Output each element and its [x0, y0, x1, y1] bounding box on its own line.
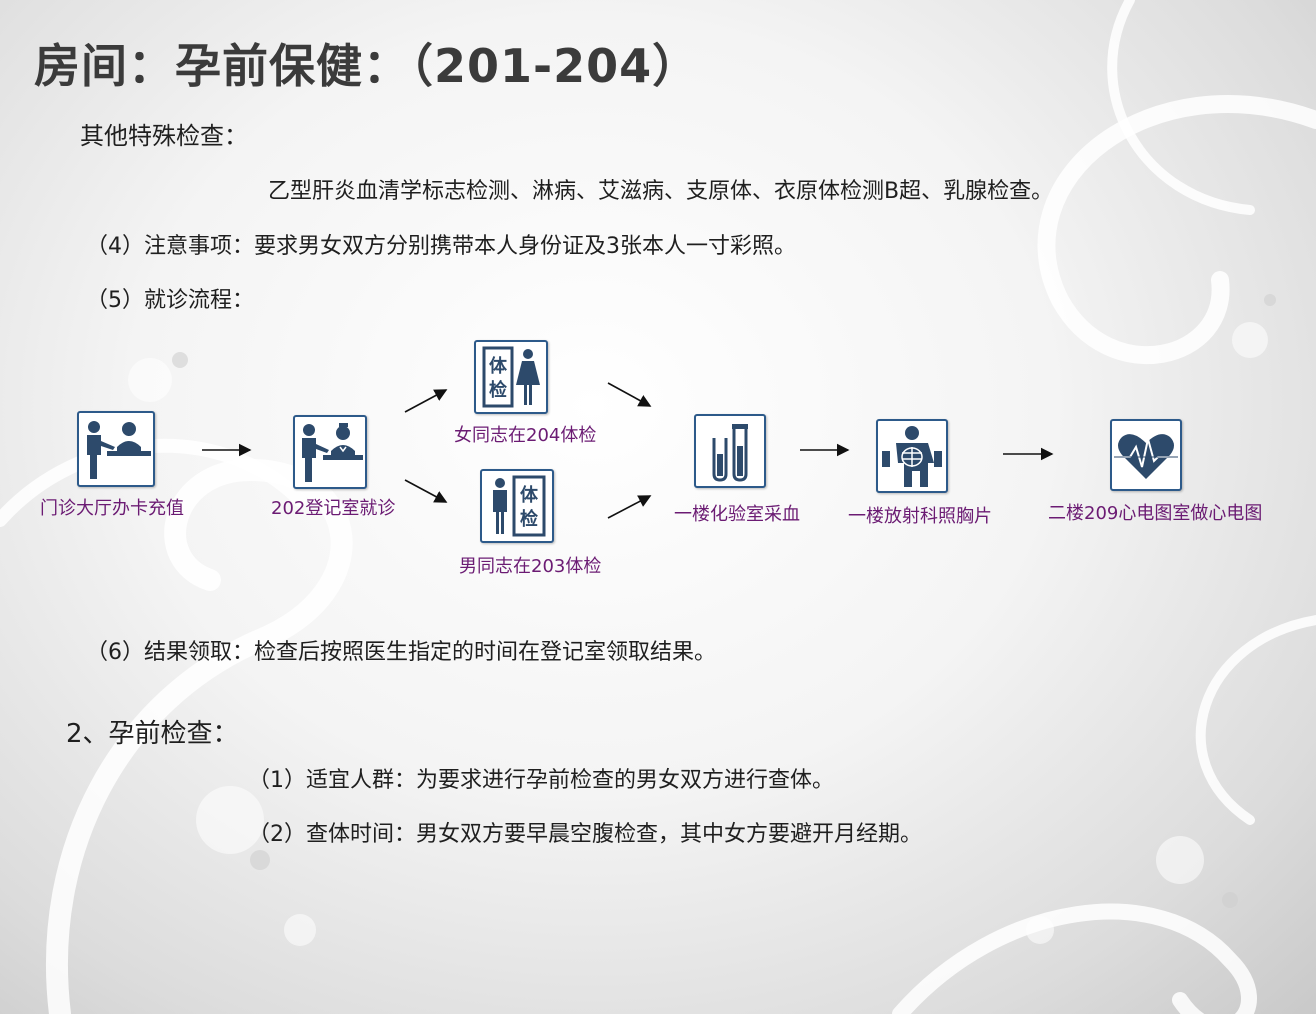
doctor-consultation-icon	[293, 415, 367, 489]
male-exam-icon: 体 检	[480, 469, 554, 543]
step-1-caption: 门诊大厅办卡充值	[40, 498, 184, 519]
step-3b-caption: 男同志在203体检	[459, 556, 602, 577]
test-tube-icon	[694, 414, 766, 488]
section-2-heading: 2、孕前检查：	[66, 719, 239, 749]
arrow-2a	[404, 389, 448, 413]
x-ray-icon	[876, 419, 948, 493]
sign-char-2: 检	[489, 379, 507, 401]
step-6-caption: 二楼209心电图室做心电图	[1048, 503, 1263, 524]
arrow-2b	[404, 479, 448, 503]
heart-ecg-icon	[1110, 419, 1182, 491]
female-exam-icon: 体 检	[474, 340, 548, 414]
section-2-item-2: （2）查体时间：男女双方要早晨空腹检查，其中女方要避开月经期。	[248, 822, 922, 847]
arrow-3b	[607, 495, 652, 519]
other-exams-label: 其他特殊检查：	[80, 122, 248, 150]
arrow-3a	[607, 382, 652, 407]
reception-desk-icon	[77, 411, 155, 487]
other-exams-text: 乙型肝炎血清学标志检测、淋病、艾滋病、支原体、衣原体检测B超、乳腺检查。	[268, 179, 1054, 204]
step-3a-caption: 女同志在204体检	[454, 425, 597, 446]
notes-text: （4）注意事项：要求男女双方分别携带本人身份证及3张本人一寸彩照。	[86, 234, 796, 259]
step-2-caption: 202登记室就诊	[271, 498, 396, 519]
step-5-caption: 一楼放射科照胸片	[848, 506, 992, 527]
sign-char-1: 体	[489, 355, 508, 377]
step-4-caption: 一楼化验室采血	[674, 504, 800, 525]
section-2-item-1: （1）适宜人群：为要求进行孕前检查的男女双方进行查体。	[248, 768, 834, 793]
sign-char-2: 检	[520, 508, 538, 530]
sign-char-1: 体	[520, 484, 539, 506]
flow-label: （5）就诊流程：	[86, 288, 254, 313]
page-title: 房间：孕前保健：（201-204）	[34, 39, 700, 93]
result-text: （6）结果领取：检查后按照医生指定的时间在登记室领取结果。	[86, 640, 716, 665]
